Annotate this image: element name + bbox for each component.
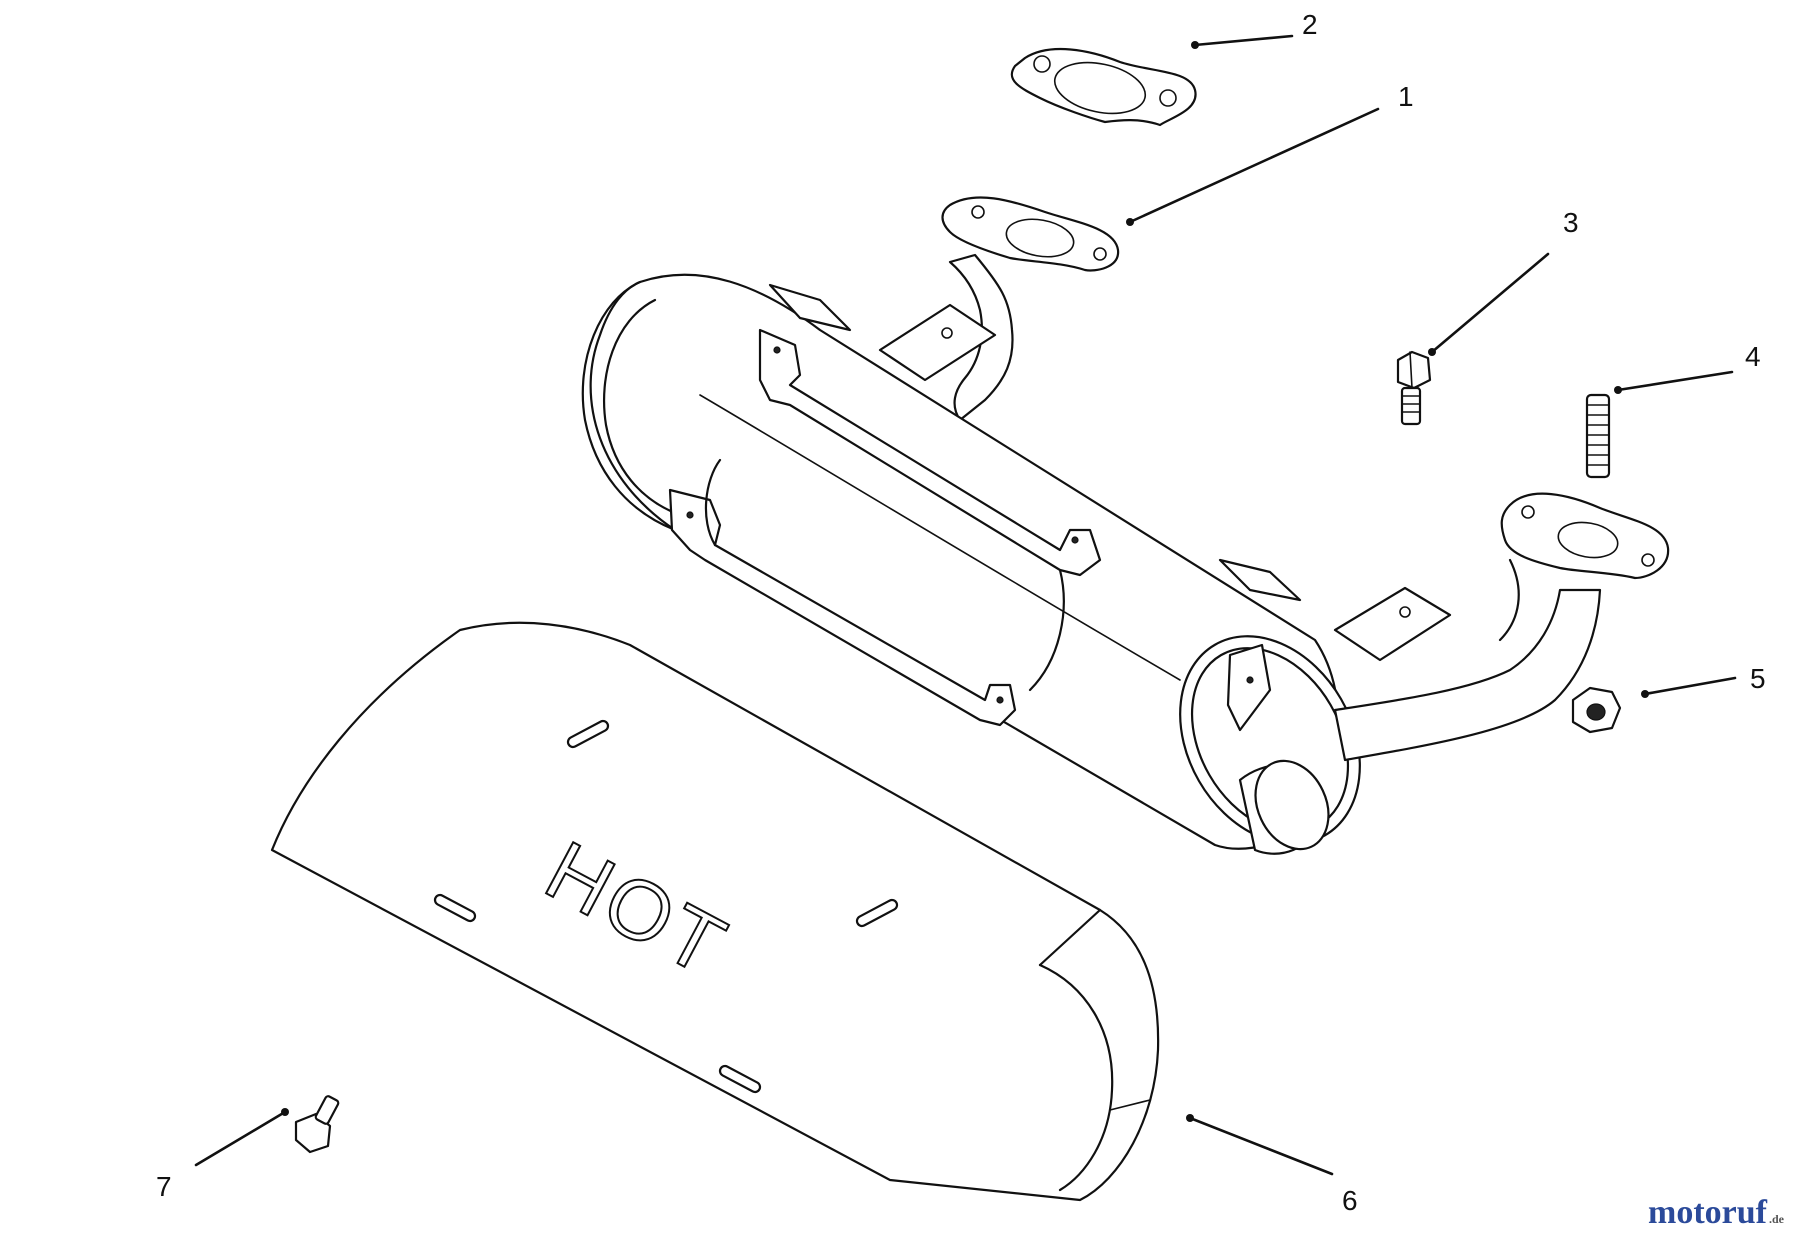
- leader-4: [1614, 370, 1734, 394]
- leader-7: [194, 1108, 289, 1167]
- callout-5: 5: [1750, 663, 1766, 694]
- callout-7: 7: [156, 1171, 172, 1202]
- callout-6: 6: [1342, 1185, 1358, 1216]
- part-7-screw: [294, 1095, 340, 1154]
- callout-2: 2: [1302, 9, 1318, 40]
- part-2-gasket: [1010, 48, 1197, 127]
- leader-5: [1641, 676, 1737, 698]
- callout-4: 4: [1745, 341, 1761, 372]
- watermark-tld: .de: [1769, 1212, 1784, 1226]
- part-4-stud: [1585, 393, 1611, 479]
- leader-3: [1428, 252, 1550, 356]
- part-5-nut: [1571, 686, 1622, 734]
- leader-6: [1186, 1114, 1334, 1176]
- callout-3: 3: [1563, 207, 1579, 238]
- part-1-muffler: [581, 196, 1670, 855]
- leader-1: [1126, 107, 1380, 226]
- part-3-bolt: [1396, 350, 1432, 426]
- callout-1: 1: [1398, 81, 1414, 112]
- part-6-heat-shield: HOT: [270, 621, 1160, 1202]
- watermark-logo: motoruf.de: [1648, 1194, 1784, 1232]
- watermark-brand: motoruf: [1648, 1194, 1767, 1231]
- leader-2: [1191, 34, 1294, 49]
